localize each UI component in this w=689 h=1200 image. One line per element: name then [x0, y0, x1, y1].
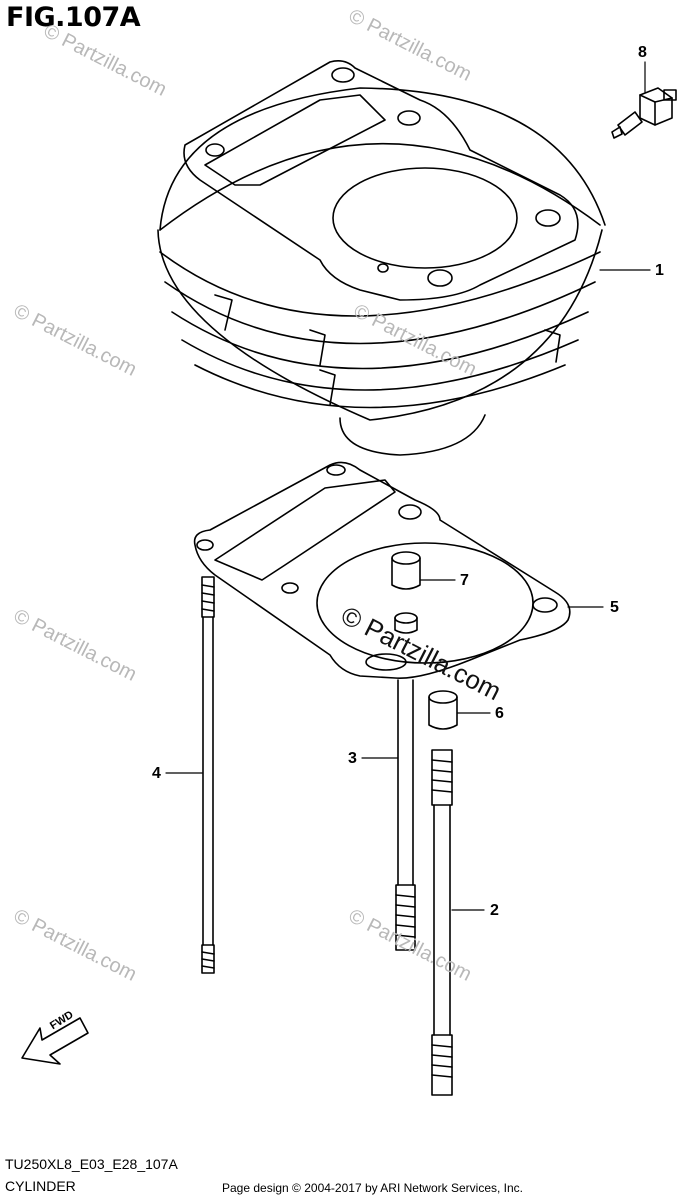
callout-1[interactable]: 1 [655, 262, 664, 279]
page-credit: Page design © 2004-2017 by ARI Network S… [222, 1181, 524, 1195]
callout-8[interactable]: 8 [638, 44, 647, 61]
callout-5[interactable]: 5 [610, 599, 619, 616]
stud-bolt-long-part[interactable] [201, 576, 215, 974]
stud-bolt-medium-part[interactable] [395, 679, 416, 951]
cylinder-part[interactable] [157, 60, 606, 456]
leader-lines [165, 61, 651, 911]
stud-bolt-short-part[interactable] [431, 749, 453, 1096]
dowel-pin-lower-hole [394, 612, 418, 634]
callout-4[interactable]: 4 [152, 765, 161, 782]
section-name: CYLINDER [5, 1178, 76, 1194]
temperature-sensor-part[interactable] [611, 87, 677, 139]
callout-6[interactable]: 6 [495, 705, 504, 722]
fwd-arrow-icon [21, 1017, 89, 1065]
dowel-pin-upper-part[interactable] [391, 551, 421, 590]
cylinder-gasket-part[interactable] [193, 461, 571, 679]
callout-7[interactable]: 7 [460, 572, 469, 589]
callout-2[interactable]: 2 [490, 902, 499, 919]
callout-3[interactable]: 3 [348, 750, 357, 767]
dowel-pin-lower-part[interactable] [428, 690, 458, 730]
model-code: TU250XL8_E03_E28_107A [5, 1156, 178, 1172]
figure-title: FIG.107A [6, 2, 141, 33]
